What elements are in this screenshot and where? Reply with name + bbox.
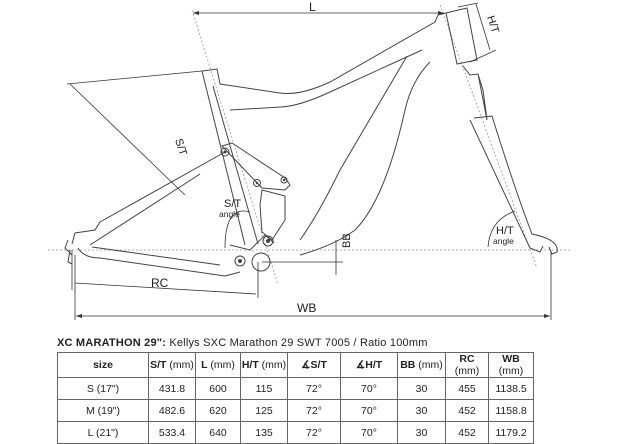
column-header-label: ∡S/T (301, 359, 327, 371)
dimension-rc: RC (71, 250, 259, 298)
value-cell: 1179.2 (488, 421, 534, 444)
label-ht-angle: H/T (496, 225, 514, 237)
column-header: BB (mm) (397, 352, 446, 378)
column-header: RC (mm) (445, 352, 489, 378)
column-header-label: BB (400, 359, 416, 371)
ht-angle: H/T angle (487, 210, 516, 248)
column-header-unit: (mm) (415, 359, 443, 371)
value-cell: 482.6 (148, 399, 196, 422)
label-rc: RC (151, 276, 169, 290)
column-header-label: S/T (150, 359, 167, 371)
st-angle: S/T angle (219, 198, 251, 249)
value-cell: 72° (287, 377, 341, 400)
value-cell: 1138.5 (488, 377, 534, 400)
dimension-bb: BB (262, 233, 353, 275)
head-tube-axis (439, 4, 538, 269)
column-header-label: WB (502, 353, 520, 365)
value-cell: 135 (240, 421, 288, 444)
value-cell: 533.4 (148, 421, 196, 444)
value-cell: 72° (287, 421, 341, 444)
value-cell: 125 (240, 399, 288, 422)
size-cell: L (21") (57, 421, 149, 444)
column-header-unit: (mm) (207, 359, 235, 371)
seat-tube-axis (191, 9, 279, 286)
column-header: ∡H/T (340, 352, 398, 378)
label-bb: BB (341, 233, 353, 248)
value-cell: 30 (397, 399, 446, 422)
value-cell: 640 (195, 421, 241, 444)
column-header-label: L (201, 359, 208, 371)
column-header-unit: (mm) (498, 365, 524, 377)
column-header-label: ∡H/T (355, 359, 383, 371)
column-header-unit: (mm) (166, 359, 194, 371)
model-title: XC MARATHON 29": Kellys SXC Marathon 29 … (57, 337, 428, 349)
column-header-unit: (mm) (258, 359, 287, 371)
label-st-angle-sub: angle (219, 209, 240, 219)
label-l: L (309, 0, 316, 14)
dimension-wb: WB (74, 252, 552, 320)
label-st: S/T (172, 137, 189, 157)
column-header-label: RC (459, 353, 475, 365)
value-cell: 70° (340, 377, 398, 400)
size-cell: S (17") (57, 377, 149, 400)
value-cell: 115 (240, 377, 288, 400)
label-st-angle: S/T (224, 198, 241, 210)
column-header-unit: (mm) (454, 365, 480, 377)
value-cell: 452 (445, 399, 489, 422)
model-name: XC MARATHON 29": (57, 337, 167, 349)
column-header: WB (mm) (488, 352, 534, 378)
column-header-label: size (93, 359, 113, 371)
value-cell: 30 (397, 377, 446, 400)
size-cell: M (19") (57, 399, 149, 422)
value-cell: 620 (195, 399, 241, 422)
value-cell: 431.8 (148, 377, 196, 400)
column-header: L (mm) (195, 352, 241, 378)
value-cell: 70° (340, 421, 398, 444)
value-cell: 72° (287, 399, 341, 422)
column-header: H/T (mm) (240, 352, 288, 378)
dimension-ht: H/T (457, 2, 501, 63)
column-header: S/T (mm) (148, 352, 196, 378)
dimension-st: S/T (66, 70, 203, 196)
column-header: ∡S/T (287, 352, 341, 378)
label-ht: H/T (484, 14, 501, 35)
value-cell: 455 (445, 377, 489, 400)
value-cell: 1158.8 (488, 399, 534, 422)
dimension-l: L (193, 0, 444, 15)
label-ht-angle-sub: angle (493, 236, 514, 246)
column-header: size (57, 352, 149, 378)
bike-frame (64, 7, 558, 277)
model-description: Kellys SXC Marathon 29 SWT 7005 / Ratio … (166, 337, 428, 349)
column-header-label: H/T (241, 359, 259, 371)
value-cell: 30 (397, 421, 446, 444)
value-cell: 452 (445, 421, 489, 444)
frame-geometry-diagram: L H/T S/T S/T angle H/T angle BB RC (48, 0, 572, 320)
label-wb: WB (297, 301, 316, 315)
value-cell: 70° (340, 399, 398, 422)
value-cell: 600 (195, 377, 241, 400)
